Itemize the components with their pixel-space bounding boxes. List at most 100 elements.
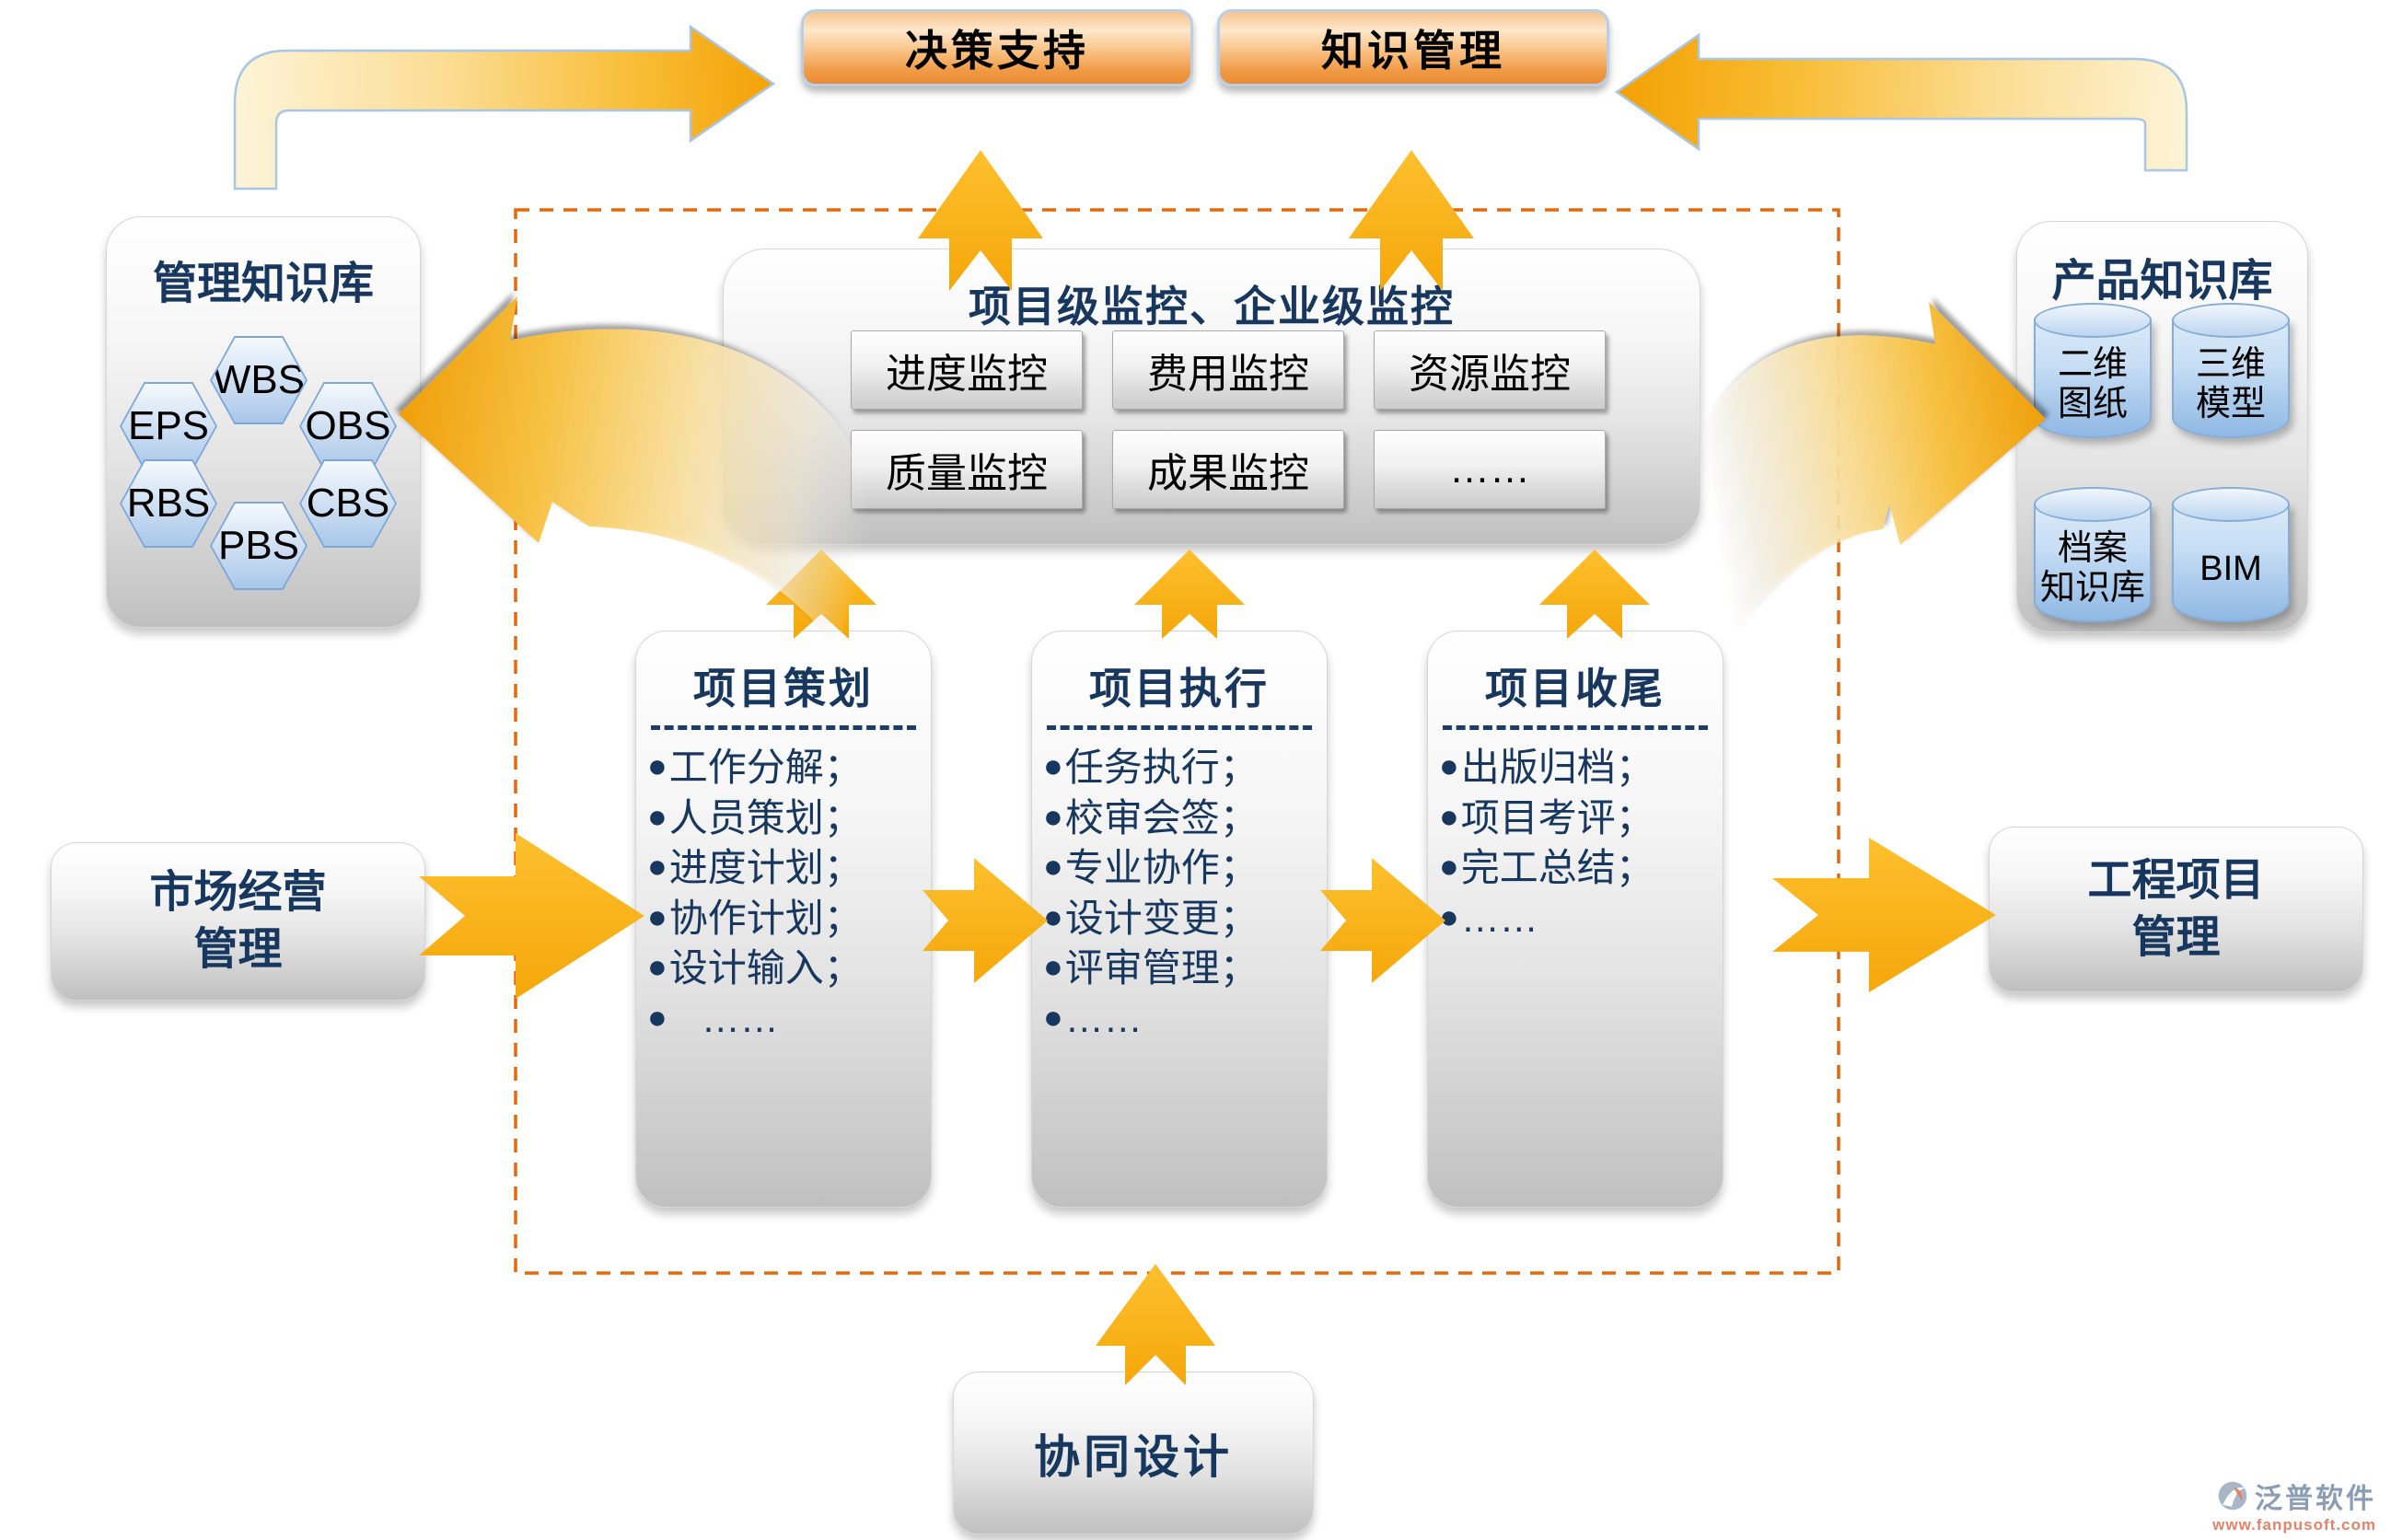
list-item-label: 专业协作； [1064,846,1259,890]
hexagon-wbs: WBS [210,336,308,424]
list-item: ●项目考评； [1439,793,1717,844]
dashed-divider [1443,725,1708,730]
cylinder-3d-label: 三维 模型 [2195,345,2266,423]
list-item: ●人员策划； [647,793,925,844]
cylinder-top [2172,303,2290,338]
up-arrow-closing-to-monitor [1539,550,1650,639]
product-kb-title: 产品知识库 [2051,257,2273,306]
hexagon-pbs-label: PBS [212,504,306,588]
list-item-label: 人员策划； [668,795,863,839]
more-monitoring-button: …… [1374,430,1606,509]
right-arrow-closing-to-engineering [1772,838,1996,992]
bullet-icon: ● [1439,747,1459,784]
list-item: ●…… [1043,994,1321,1045]
cylinder-top [2034,487,2152,522]
list-item-label: …… [668,996,779,1040]
bullet-icon: ● [1043,897,1063,935]
project-closing-title: 项目收尾 [1485,665,1666,712]
list-item-label: 出版归档； [1460,746,1654,789]
list-item: ● …… [647,994,925,1045]
hexagon-rbs-label: RBS [122,461,215,546]
bullet-icon: ● [1439,847,1459,886]
cylinder-body [2034,318,2152,438]
list-item-label: 工作分解； [668,746,863,789]
database-cylinder-archive: 档案 知识库 [2034,487,2152,634]
management-kb-title: 管理知识库 [152,260,374,308]
market-management-box: 市场经营 管理 [51,842,425,1001]
list-item: ●…… [1439,894,1717,944]
project-planning-title: 项目策划 [693,665,874,712]
result-monitoring-button: 成果监控 [1112,430,1344,509]
project-closing-list: ●出版归档； ●项目考评； ●完工总结； ●…… [1428,743,1723,944]
hexagon-rbs: RBS [120,459,217,548]
hexagon-obs: OBS [299,382,397,470]
knowledge-management-box: 知识管理 [1217,9,1609,87]
bullet-icon: ● [647,897,667,935]
project-execution-title: 项目执行 [1089,665,1270,712]
bullet-icon: ● [647,997,667,1036]
up-arrow-collab-to-process [1096,1264,1215,1385]
list-item-label: 校审会签； [1064,795,1259,839]
cylinder-archive-label: 档案 知识库 [2039,529,2145,608]
hexagon-wbs-label: WBS [212,338,306,423]
elbow-arrow-to-decision-support [233,24,776,191]
list-item-label: 评审管理； [1064,946,1259,990]
hexagon-pbs: PBS [210,502,308,590]
fanpu-logo-icon [2218,1481,2247,1511]
list-item: ●完工总结； [1439,843,1717,894]
bullet-icon: ● [647,947,667,986]
management-kb-panel: 管理知识库 WBS EPS OBS RBS CBS PBS [106,216,421,628]
bullet-icon: ● [1043,947,1063,986]
cylinder-2d-label: 二维 图纸 [2057,345,2128,423]
bullet-icon: ● [1043,997,1063,1036]
list-item-label: 完工总结； [1460,846,1654,890]
bullet-icon: ● [1043,847,1063,886]
engineering-project-box: 工程项目 管理 [1989,827,2363,992]
up-arrow-planning-to-monitor [766,550,876,639]
cylinder-body [2034,503,2152,622]
list-item: ●校审会签； [1043,793,1321,844]
dashed-divider [651,725,916,730]
list-item: ●评审管理； [1043,944,1321,994]
project-planning-column: 项目策划 ●工作分解； ●人员策划； ●进度计划； ●协作计划； ●设计输入； … [635,631,932,1208]
list-item-label: 进度计划； [668,846,863,890]
list-item: ●协作计划； [647,894,925,944]
elbow-arrow-to-knowledge-management [1614,32,2188,172]
watermark-name: 泛普软件 [2255,1484,2376,1514]
cylinder-top [2172,487,2290,522]
monitoring-button-grid: 进度监控 费用监控 资源监控 质量监控 成果监控 …… [851,330,1606,509]
swoosh-arrow-to-product-kb [1694,302,2046,644]
bullet-icon: ● [647,747,667,784]
bullet-icon: ● [647,847,667,886]
list-item-label: 协作计划； [668,896,863,940]
list-item: ●设计变更； [1043,894,1321,944]
progress-monitoring-button: 进度监控 [851,330,1083,410]
dashed-divider [1047,725,1312,730]
decision-support-box: 决策支持 [801,9,1193,87]
hexagon-eps: EPS [120,382,217,470]
right-arrow-planning-to-execution [923,858,1048,983]
right-arrow-market-to-planning [419,833,644,999]
database-cylinder-3d-models: 三维 模型 [2172,303,2290,450]
bullet-icon: ● [1439,796,1459,835]
watermark-url: www.fanpusoft.com [2212,1516,2376,1534]
list-item: ●出版归档； [1439,743,1717,793]
hexagon-obs-label: OBS [301,384,395,469]
bullet-icon: ● [647,796,667,835]
cylinder-body [2172,318,2290,438]
list-item-label: 任务执行； [1064,746,1259,789]
bullet-icon: ● [1439,897,1459,935]
list-item: ●工作分解； [647,743,925,793]
cylinder-bim-label: BIM [2199,549,2262,588]
list-item-label: 设计变更； [1064,896,1259,940]
cost-monitoring-button: 费用监控 [1112,330,1344,410]
monitoring-title: 项目级监控、企业级监控 [969,283,1455,330]
project-planning-list: ●工作分解； ●人员策划； ●进度计划； ●协作计划； ●设计输入； ● …… [636,743,931,1045]
quality-monitoring-button: 质量监控 [851,430,1083,509]
monitoring-panel: 项目级监控、企业级监控 进度监控 费用监控 资源监控 质量监控 成果监控 …… [723,249,1700,545]
product-kb-panel: 产品知识库 二维 图纸 三维 模型 档案 知识库 BIM [2016,221,2308,632]
cylinder-body [2172,503,2290,622]
list-item: ●专业协作； [1043,843,1321,894]
collaborative-design-box: 协同设计 [953,1372,1314,1534]
